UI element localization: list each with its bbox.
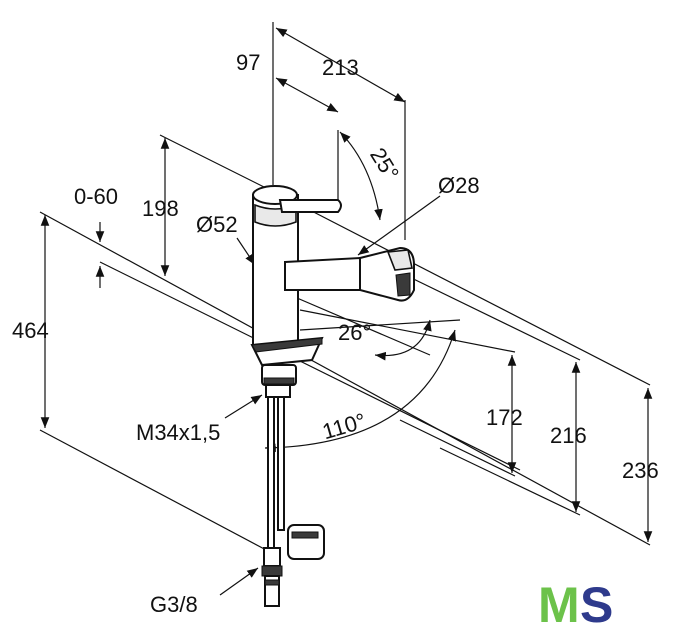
logo-letter-m: M: [538, 577, 580, 633]
dim-26-degree: 26°: [338, 320, 371, 345]
dim-464: 464: [12, 318, 49, 343]
dim-110-degree: 110°: [320, 408, 369, 444]
dim-172: 172: [486, 405, 523, 430]
dim-25-degree: 25°: [365, 143, 404, 184]
dimension-labels: 97 213 25° Ø28 0-60 198 Ø52 464 26° M34x…: [12, 50, 659, 617]
dim-52-diameter: Ø52: [196, 212, 238, 237]
dim-216: 216: [550, 423, 587, 448]
logo-letter-s: S: [580, 577, 613, 633]
dim-28-diameter: Ø28: [438, 173, 480, 198]
dim-213: 213: [322, 55, 359, 80]
ms-logo: M S: [538, 577, 613, 633]
dim-0-60: 0-60: [74, 184, 118, 209]
dim-g38-thread: G3/8: [150, 592, 198, 617]
dim-m34-thread: M34x1,5: [136, 420, 220, 445]
dim-97: 97: [236, 50, 260, 75]
faucet-body: [250, 185, 415, 607]
dim-236: 236: [622, 458, 659, 483]
dim-198: 198: [142, 196, 179, 221]
dimension-arrows: [40, 27, 653, 596]
